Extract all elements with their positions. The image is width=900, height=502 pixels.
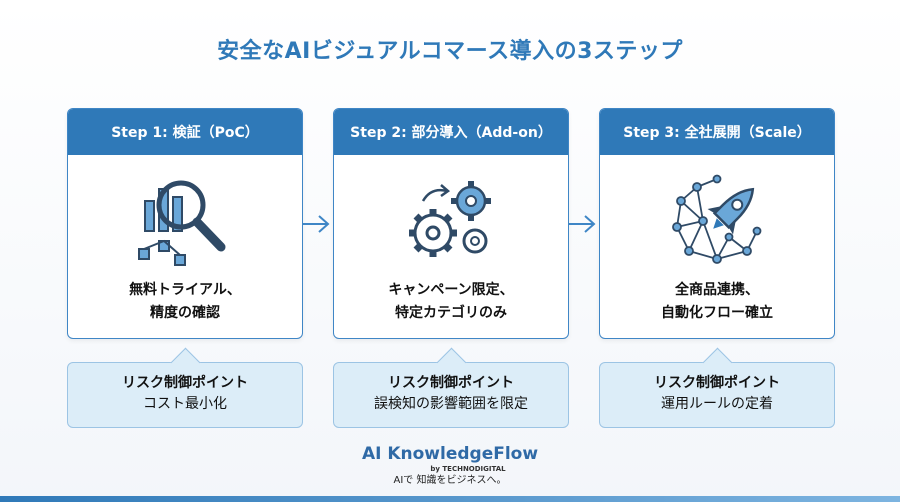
brand-logo: AI KnowledgeFlow — [361, 444, 539, 464]
brand-tagline: AIで 知識をビジネスへ。 — [393, 475, 507, 486]
page-title: 安全なAIビジュアルコマース導入の3ステップ — [217, 39, 683, 64]
step-description: 全商品連携、 自動化フロー確立 — [661, 282, 773, 321]
rocket-network-icon — [672, 174, 762, 264]
brand-byline: by TECHNODIGITAL — [430, 465, 506, 473]
risk-text: コスト最小化 — [143, 396, 227, 412]
risk-text: 誤検知の影響範囲を限定 — [374, 396, 528, 412]
risk-title: リスク制御ポイント — [654, 375, 780, 391]
step-header: Step 1: 検証（PoC） — [68, 109, 302, 155]
step-card-3: Step 3: 全社展開（Scale） 全商品連携、 自動化フロー確立 — [599, 108, 835, 339]
risk-box-3: リスク制御ポイント 運用ルールの定着 — [599, 347, 835, 428]
magnifier-chart-icon — [138, 180, 226, 266]
step-card-2: Step 2: 部分導入（Add-on） キャンペーン限定、 特定カテゴリのみ — [333, 108, 569, 339]
step-card-1: Step 1: 検証（PoC） 無料トライアル、 精度の確認 — [67, 108, 303, 339]
step-description: キャンペーン限定、 特定カテゴリのみ — [388, 282, 514, 321]
brand-footer: AI KnowledgeFlow by TECHNODIGITAL AIで 知識… — [0, 444, 900, 488]
gears-icon — [409, 181, 491, 257]
arrow-right-icon — [569, 215, 596, 233]
risk-title: リスク制御ポイント — [388, 375, 514, 391]
risk-text: 運用ルールの定着 — [661, 396, 773, 412]
step-header: Step 3: 全社展開（Scale） — [600, 109, 834, 155]
bottom-accent-bar — [0, 496, 900, 502]
step-header: Step 2: 部分導入（Add-on） — [334, 109, 568, 155]
risk-box-1: リスク制御ポイント コスト最小化 — [67, 347, 303, 428]
arrow-right-icon — [303, 215, 330, 233]
risk-box-2: リスク制御ポイント 誤検知の影響範囲を限定 — [333, 347, 569, 428]
step-description: 無料トライアル、 精度の確認 — [129, 282, 241, 321]
risk-title: リスク制御ポイント — [122, 375, 248, 391]
